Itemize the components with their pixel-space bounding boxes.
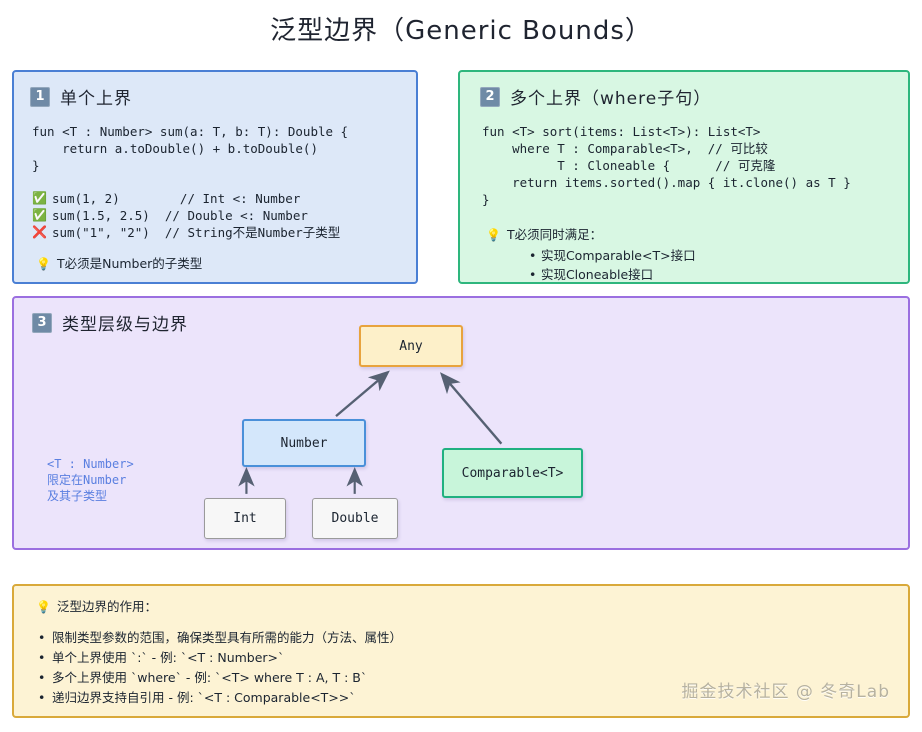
panel-summary: 💡 泛型边界的作用： 限制类型参数的范围，确保类型具有所需的能力（方法、属性） … (12, 584, 910, 718)
example-row: ✅ sum(1.5, 2.5) // Double <: Number (32, 207, 416, 224)
summary-bullet-list: 限制类型参数的范围，确保类型具有所需的能力（方法、属性） 单个上界使用 `:` … (38, 628, 908, 708)
type-node-comparable: Comparable<T> (442, 448, 583, 498)
panel1-title: 单个上界 (60, 89, 132, 109)
panel1-note-text: T必须是Number的子类型 (56, 256, 203, 271)
check-icon: ✅ (32, 208, 47, 222)
summary-note-text: 泛型边界的作用： (56, 599, 157, 614)
bulb-icon: 💡 (486, 228, 501, 242)
type-node-number: Number (242, 419, 366, 467)
example-row: ❌ sum("1", "2") // String不是Number子类型 (32, 224, 416, 241)
panel1-header: 1 单个上界 (30, 84, 416, 109)
panel2-note: 💡 T必须同时满足： 实现Comparable<T>接口 实现Cloneable… (486, 226, 908, 284)
panel2-code-block: fun <T> sort(items: List<T>): List<T> wh… (482, 124, 851, 207)
type-node-double: Double (312, 498, 398, 539)
example-text: sum(1.5, 2.5) // Double <: Number (52, 208, 308, 223)
panel1-code-block: fun <T : Number> sum(a: T, b: T): Double… (32, 124, 349, 173)
panel-multiple-upper-bounds: 2 多个上界（where子句） fun <T> sort(items: List… (458, 70, 910, 284)
panel1-badge: 1 (30, 86, 50, 107)
panel2-header: 2 多个上界（where子句） (480, 84, 908, 109)
list-item: 递归边界支持自引用 - 例: `<T : Comparable<T>>` (38, 688, 908, 708)
panel2-title: 多个上界（where子句） (510, 89, 712, 109)
panel-type-hierarchy: 3 类型层级与边界 <T : Number> 限定在Number 及其子类型 A… (12, 296, 910, 550)
cross-icon: ❌ (32, 225, 47, 239)
panel2-badge: 2 (480, 86, 500, 107)
panel3-badge: 3 (32, 312, 52, 333)
list-item: 单个上界使用 `:` - 例: `<T : Number>` (38, 648, 908, 668)
bound-annotation: <T : Number> 限定在Number 及其子类型 (47, 457, 134, 503)
watermark: 掘金技术社区 @ 冬奇Lab (681, 682, 890, 702)
summary-note: 💡 泛型边界的作用： (36, 598, 908, 616)
type-node-any: Any (359, 325, 463, 367)
panel3-title: 类型层级与边界 (62, 315, 188, 335)
panel1-example-list: ✅ sum(1, 2) // Int <: Number ✅ sum(1.5, … (32, 190, 416, 241)
list-item: 多个上界使用 `where` - 例: `<T> where T : A, T … (38, 668, 908, 688)
bulb-icon: 💡 (36, 600, 51, 614)
list-item: 实现Comparable<T>接口 (529, 246, 696, 265)
panel3-header: 3 类型层级与边界 (32, 310, 908, 335)
type-hierarchy-arrows (238, 370, 503, 494)
panel1-note: 💡 T必须是Number的子类型 (36, 255, 416, 273)
example-row: ✅ sum(1, 2) // Int <: Number (32, 190, 416, 207)
panel-single-upper-bound: 1 单个上界 fun <T : Number> sum(a: T, b: T):… (12, 70, 418, 284)
example-text: sum(1, 2) // Int <: Number (52, 191, 301, 206)
check-icon: ✅ (32, 191, 47, 205)
panel2-note-text: T必须同时满足： (506, 227, 603, 242)
list-item: 实现Cloneable接口 (529, 265, 696, 284)
list-item: 限制类型参数的范围，确保类型具有所需的能力（方法、属性） (38, 628, 908, 648)
type-node-int: Int (204, 498, 286, 539)
bulb-icon: 💡 (36, 257, 51, 271)
panel2-sublist: 实现Comparable<T>接口 实现Cloneable接口 (529, 246, 696, 284)
example-text: sum("1", "2") // String不是Number子类型 (52, 225, 341, 240)
page-title: 泛型边界（Generic Bounds） (270, 16, 652, 46)
